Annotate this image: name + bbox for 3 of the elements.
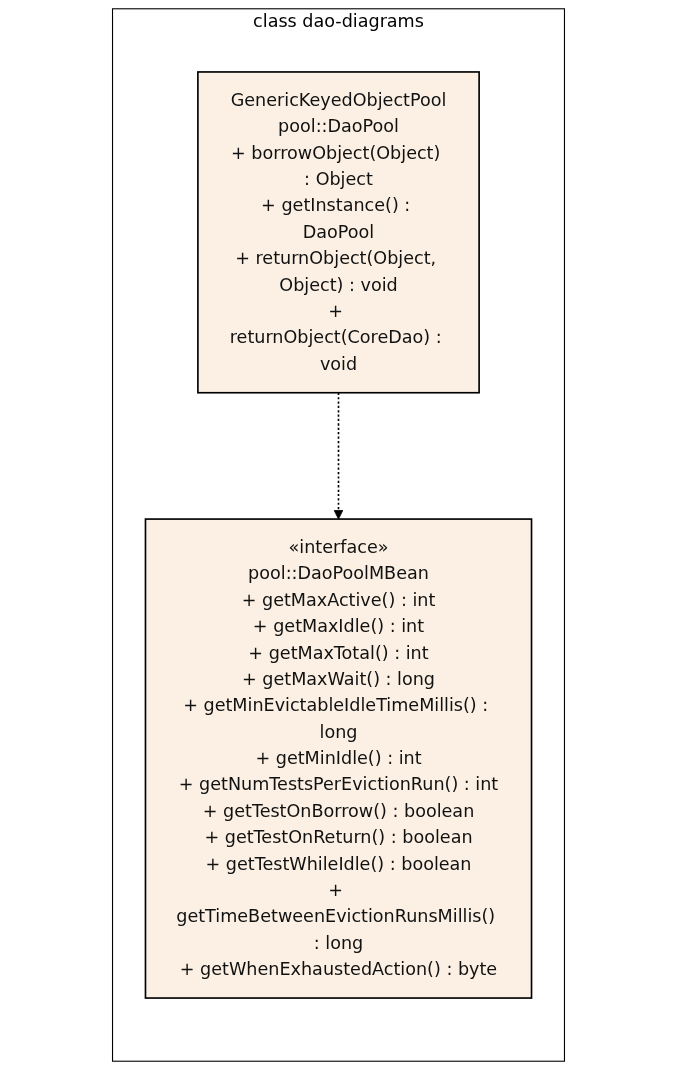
node-box: GenericKeyedObjectPool pool::DaoPool + borrowObject(Object) : Object + getInstance() : DaoPool + returnObject(Object, Object) : void + returnObject(CoreDao) : void [197,71,480,394]
node-box: «interface» pool::DaoPoolMBean + getMaxActive() : int + getMaxIdle() : int + getMaxTotal() : int + getMaxWait() : long + getMinEvictableIdleTimeMillis() : long + getMinIdle() : int + getNumTestsPerEvictionRun() : int + getTestOnBorrow() : boolean + getTestOnReturn() : boolean + getTestWhileIdle() : boolean + getTimeBetweenEvictionRunsMillis() : long + getWhenExhaustedAction() : byte [144,518,533,999]
arrow [333,391,344,520]
